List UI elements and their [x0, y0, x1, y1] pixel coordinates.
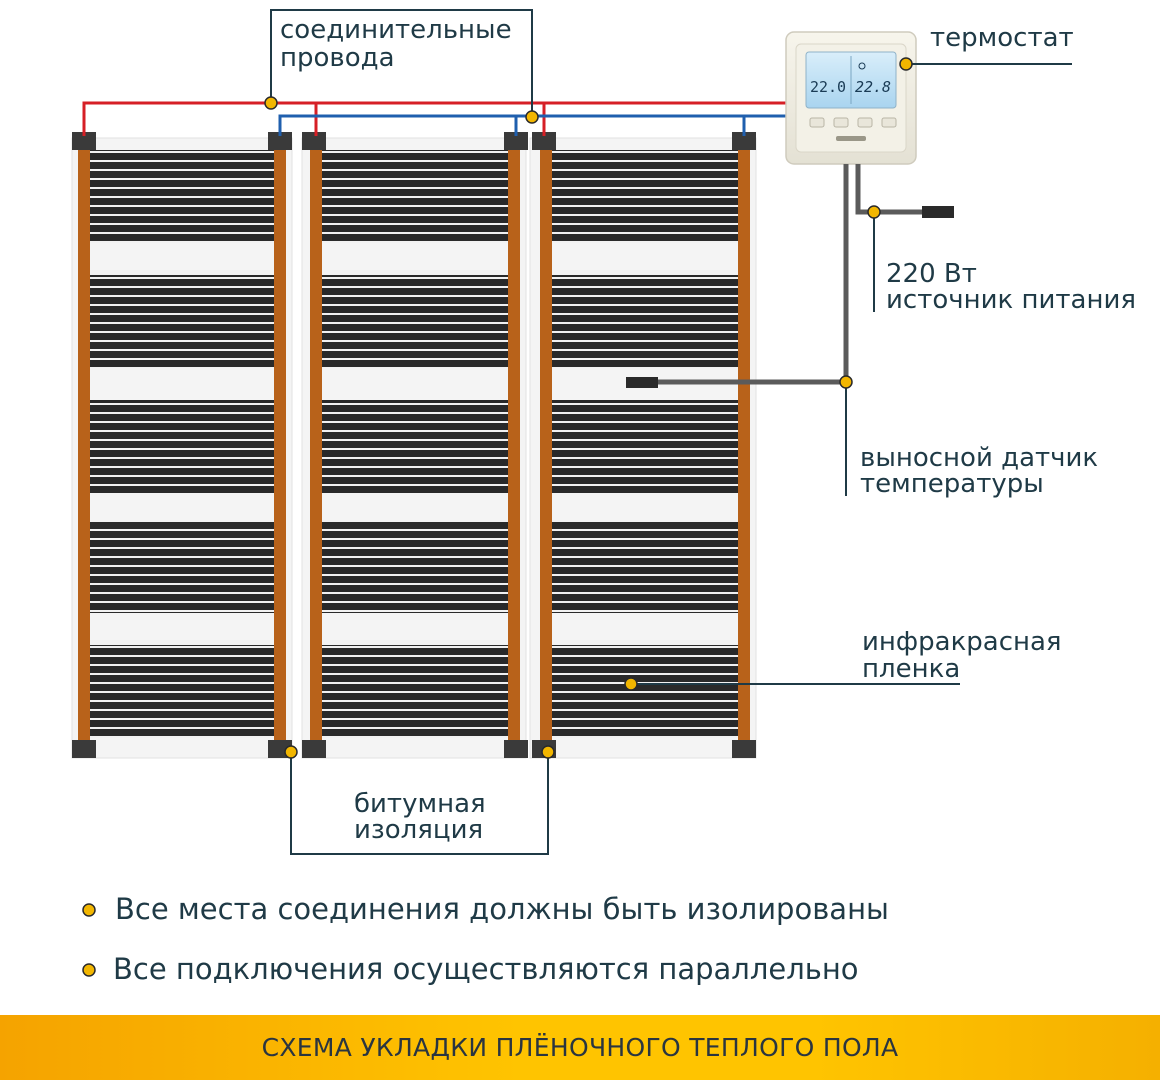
label-thermostat: термостат — [930, 23, 1074, 53]
label-insulation-line1: битумная — [354, 789, 486, 819]
clip — [532, 132, 556, 150]
thermostat-right-temp: 22.8 — [855, 78, 891, 96]
thermostat: 22.0 22.8 — [785, 31, 917, 165]
power-plug — [922, 206, 954, 218]
clip — [302, 132, 326, 150]
marker-dot — [541, 745, 555, 759]
leader-lines — [270, 9, 1072, 855]
label-sensor-line2: температуры — [860, 469, 1044, 499]
thermostat-button-menu[interactable] — [809, 117, 825, 128]
copper-bus-left — [540, 148, 552, 743]
infrared-film-panels — [71, 132, 757, 759]
marker-dot — [867, 205, 881, 219]
clip — [504, 740, 528, 758]
label-insulation-line2: изоляция — [354, 815, 483, 845]
power-cable — [855, 164, 925, 215]
film-panel-2 — [301, 132, 528, 759]
thermostat-button-down[interactable] — [857, 117, 873, 128]
bullet-dot — [82, 903, 96, 917]
footer-banner: СХЕМА УКЛАДКИ ПЛЁНОЧНОГО ТЕПЛОГО ПОЛА — [0, 1015, 1160, 1080]
clip — [504, 132, 528, 150]
notes: Все места соединения должны быть изолиро… — [82, 892, 889, 986]
clip — [268, 132, 292, 150]
label-film-line1: инфракрасная — [862, 627, 1062, 657]
film-panel-3 — [529, 132, 757, 759]
film-panel-1 — [71, 132, 293, 759]
footer-title: СХЕМА УКЛАДКИ ПЛЁНОЧНОГО ТЕПЛОГО ПОЛА — [261, 1033, 899, 1062]
marker-dot — [264, 96, 278, 110]
copper-bus-left — [310, 148, 322, 743]
thermostat-button-power[interactable] — [881, 117, 897, 128]
label-sensor-line1: выносной датчик — [860, 443, 1098, 473]
copper-bus-right — [738, 148, 750, 743]
label-film-line2: пленка — [862, 654, 960, 684]
label-power-line1: 220 Вт — [886, 259, 977, 289]
marker-dot — [284, 745, 298, 759]
label-power-line2: источник питания — [886, 285, 1136, 315]
copper-bus-right — [274, 148, 286, 743]
red-wire — [82, 101, 790, 136]
copper-bus-left — [78, 148, 90, 743]
clip — [72, 740, 96, 758]
clip — [732, 132, 756, 150]
bullet-dot — [82, 963, 96, 977]
clip — [302, 740, 326, 758]
connecting-wires — [82, 101, 790, 136]
marker-dots — [264, 57, 913, 759]
clip — [72, 132, 96, 150]
temperature-sensor — [626, 377, 658, 388]
thermostat-left-temp: 22.0 — [810, 78, 846, 96]
clip — [732, 740, 756, 758]
blue-wire — [278, 114, 790, 136]
copper-bus-right — [508, 148, 520, 743]
label-connecting-wires-line2: провода — [280, 43, 395, 73]
note-1: Все места соединения должны быть изолиро… — [115, 892, 889, 926]
marker-dot — [899, 57, 913, 71]
label-connecting-wires-line1: соединительные — [280, 15, 512, 45]
hand-icon — [858, 62, 866, 70]
marker-dot — [525, 110, 539, 124]
marker-dot — [839, 375, 853, 389]
marker-dot — [624, 677, 638, 691]
note-2: Все подключения осуществляются параллель… — [113, 952, 859, 986]
thermostat-button-up[interactable] — [833, 117, 849, 128]
